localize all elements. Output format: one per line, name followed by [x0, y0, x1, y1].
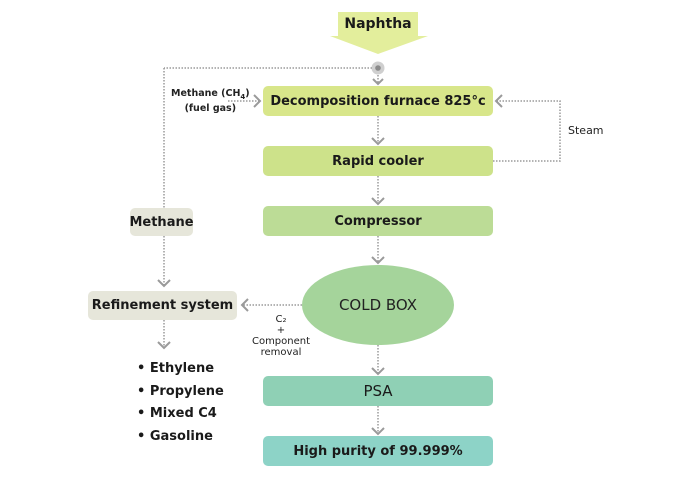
- cold-box-shape: [302, 265, 454, 345]
- arrowhead-methane-down: [157, 279, 171, 288]
- product-item: Propylene: [137, 381, 224, 404]
- rapid-cooler-box: Rapid cooler: [263, 146, 493, 176]
- arrowhead-refinement-in: [240, 298, 249, 312]
- product-item: Gasoline: [137, 426, 224, 449]
- compressor-box: Compressor: [263, 206, 493, 236]
- methane-box: Methane: [129, 208, 194, 236]
- cold-box-label: COLD BOX: [338, 296, 418, 314]
- refinement-system-label: Refinement system: [91, 298, 234, 313]
- component-text: Component: [251, 336, 311, 347]
- product-item: Mixed C4: [137, 403, 224, 426]
- psa-label: PSA: [363, 382, 393, 400]
- arrowhead-purity: [371, 427, 385, 436]
- high-purity-box: High purity of 99.999%: [263, 436, 493, 466]
- methane-label: Methane: [129, 214, 194, 230]
- compressor-label: Compressor: [334, 213, 422, 229]
- methane-fuel-subscript: 4: [240, 92, 246, 101]
- steam-annotation: Steam: [568, 124, 604, 137]
- product-list: Ethylene Propylene Mixed C4 Gasoline: [137, 358, 224, 448]
- c2-removal-annotation: C₂ + Component removal: [246, 314, 316, 358]
- naphtha-arrow-shape: [330, 12, 428, 54]
- rapid-cooler-label: Rapid cooler: [332, 153, 424, 169]
- fuel-gas-text: (fuel gas): [184, 102, 237, 114]
- refinement-system-box: Refinement system: [88, 291, 237, 320]
- methane-fuel-close: ): [245, 88, 250, 99]
- decomposition-furnace-label: Decomposition furnace 825°c: [270, 93, 486, 109]
- methane-fuel-gas-annotation: Methane (CH4) (fuel gas): [171, 88, 250, 115]
- psa-box: PSA: [263, 376, 493, 406]
- removal-text: removal: [260, 347, 302, 358]
- methane-fuel-text: Methane (CH: [171, 88, 241, 99]
- naphtha-label: Naphtha: [344, 16, 412, 32]
- arrowhead-cooler: [371, 137, 385, 146]
- arrowhead-steam: [494, 94, 503, 108]
- c2-text: C₂: [275, 314, 287, 325]
- plus-text: +: [276, 325, 286, 336]
- decomposition-furnace-box: Decomposition furnace 825°c: [263, 86, 493, 116]
- arrowhead-coldbox: [371, 256, 385, 265]
- product-item: Ethylene: [137, 358, 224, 381]
- arrowhead-psa: [371, 367, 385, 376]
- arrowhead-fuel-gas: [253, 94, 262, 108]
- arrowhead-products: [157, 341, 171, 350]
- arrowhead-decomp: [372, 78, 384, 86]
- high-purity-label: High purity of 99.999%: [293, 443, 463, 459]
- junction-dot-center: [375, 65, 381, 71]
- steam-loop: [493, 100, 561, 162]
- arrowhead-compressor: [371, 197, 385, 206]
